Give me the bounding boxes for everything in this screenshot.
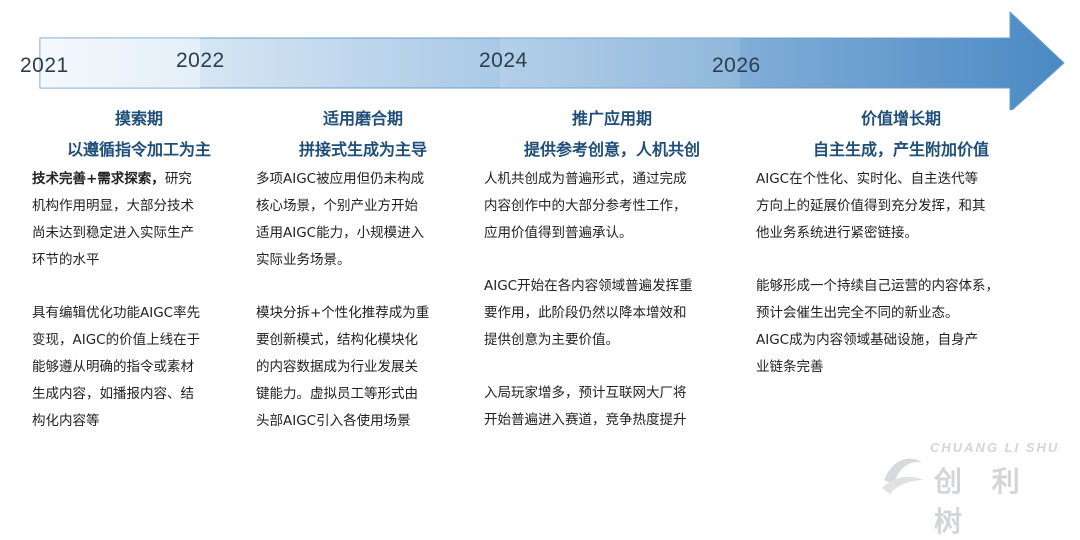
stage-title: 价值增长期: [860, 109, 941, 128]
stage-title: 适用磨合期: [322, 109, 403, 128]
stage-paragraph: 人机共创成为普遍形式，通过完成 内容创作中的大部分参考性工作， 应用价值得到普遍…: [484, 171, 687, 241]
stage-subtitle: 拼接式生成为主导: [298, 140, 427, 159]
watermark-chinese: 创 利 树: [934, 465, 1030, 538]
year-2026: 2026: [712, 54, 761, 77]
stage-paragraph: AIGC开始在各内容领域普遍发挥重 要作用，此阶段仍然以降本增效和 提供创意为主…: [484, 278, 693, 348]
stage-column-2: 适用磨合期 拼接式生成为主导 多项AIGC被应用但仍未构成 核心场景，个别产业方…: [256, 104, 470, 435]
stage-subtitle: 自主生成，产生附加价值: [812, 140, 989, 159]
timeline-arrow: [39, 10, 1065, 110]
stage-column-3: 推广应用期 提供参考创意，人机共创 人机共创成为普遍形式，通过完成 内容创作中的…: [484, 104, 740, 434]
stage-paragraph: 多项AIGC被应用但仍未构成 核心场景，个别产业方开始 适用AIGC能力，小规模…: [256, 171, 425, 268]
timeline-segment-1: [40, 38, 200, 88]
stage-title: 摸索期: [114, 109, 163, 128]
stage-lead-bold: 技术完善+需求探索，: [32, 171, 165, 187]
stage-column-4: 价值增长期 自主生成，产生附加价值 AIGC在个性化、实时化、自主迭代等 方向上…: [756, 104, 1046, 381]
stage-column-1: 摸索期 以遵循指令加工为主 技术完善+需求探索，研究 机构作用明显，大部分技术 …: [32, 104, 246, 435]
stage-paragraph: 模块分拆+个性化推荐成为重 要创新模式，结构化模块化 的内容数据成为行业发展关 …: [256, 305, 430, 429]
stage-paragraph: 技术完善+需求探索，研究 机构作用明显，大部分技术 尚未达到稳定进入实际生产 环…: [32, 166, 246, 274]
stage-paragraph: AIGC成为内容领域基础设施，自身产 业链条完善: [756, 332, 979, 375]
stage-title: 推广应用期: [571, 109, 652, 128]
timeline-segment-3: [500, 38, 740, 88]
year-2021: 2021: [20, 54, 69, 77]
stage-paragraph: 能够形成一个持续自己运营的内容体系， 预计会催生出完全不同的新业态。: [756, 278, 999, 321]
stage-paragraph-text: 研究 机构作用明显，大部分技术 尚未达到稳定进入实际生产 环节的水平: [32, 171, 194, 268]
timeline-arrow-body: [39, 10, 1065, 110]
stage-paragraph: AIGC在个性化、实时化、自主迭代等 方向上的延展价值得到充分发挥，和其 他业务…: [756, 171, 986, 241]
stage-subtitle: 提供参考创意，人机共创: [523, 140, 700, 159]
stage-paragraph: 入局玩家增多，预计互联网大厂将 开始普遍进入赛道，竞争热度提升: [484, 385, 687, 428]
watermark-latin: CHUANG LI SHU: [930, 440, 1060, 455]
watermark-wave-icon: [882, 458, 924, 494]
stage-subtitle: 以遵循指令加工为主: [66, 140, 211, 159]
year-2024: 2024: [479, 49, 528, 72]
stage-paragraph: 具有编辑优化功能AIGC率先 变现，AIGC的价值上线在于 能够遵从明确的指令或…: [32, 305, 201, 429]
watermark-logo: CHUANG LI SHU 创 利 树: [878, 436, 1078, 538]
year-2022: 2022: [176, 49, 225, 72]
